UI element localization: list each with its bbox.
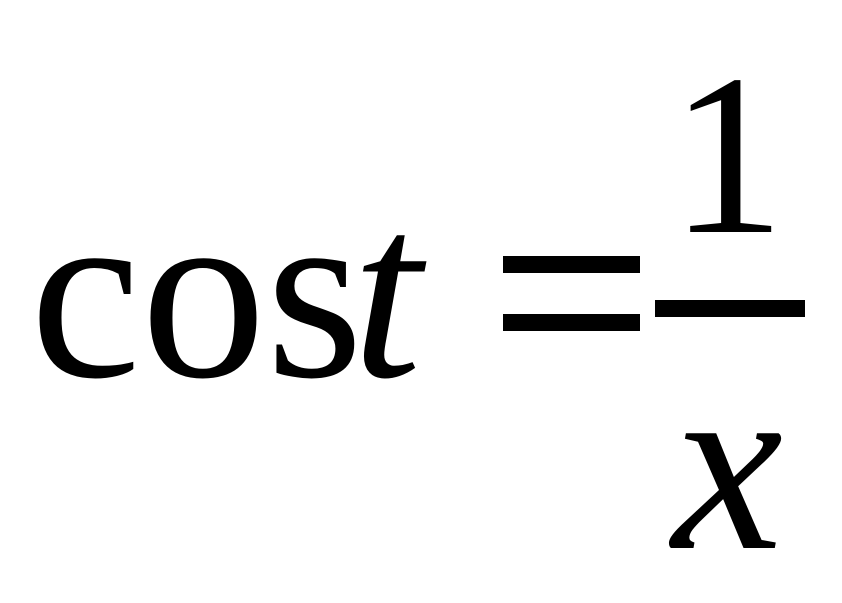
equals-bottom-stroke <box>503 314 640 331</box>
equals-top-stroke <box>503 256 640 273</box>
variable-t: t <box>352 154 422 431</box>
denominator: x <box>672 326 783 603</box>
fraction-bar <box>655 300 805 317</box>
cos-function: cos <box>30 154 364 431</box>
numerator: 1 <box>670 27 785 282</box>
